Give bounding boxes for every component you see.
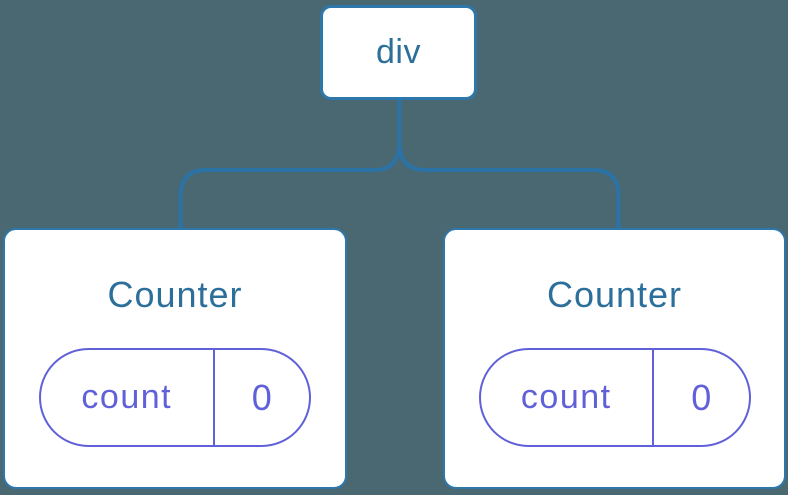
connector-left-branch (178, 141, 402, 230)
counter-title: Counter (546, 274, 683, 315)
state-value: 0 (652, 350, 748, 445)
counter-title: Counter (107, 274, 243, 315)
state-key: count (81, 378, 173, 416)
counter-card-right: Counter count 0 (443, 228, 786, 489)
state-pill: count 0 (39, 348, 311, 447)
root-node-label: div (376, 33, 421, 71)
connector-right-branch (397, 141, 621, 230)
state-value: 0 (212, 350, 309, 445)
state-key: count (520, 378, 612, 416)
root-node: div (320, 5, 477, 100)
state-pill: count 0 (478, 348, 751, 447)
counter-card-left: Counter count 0 (3, 228, 347, 489)
